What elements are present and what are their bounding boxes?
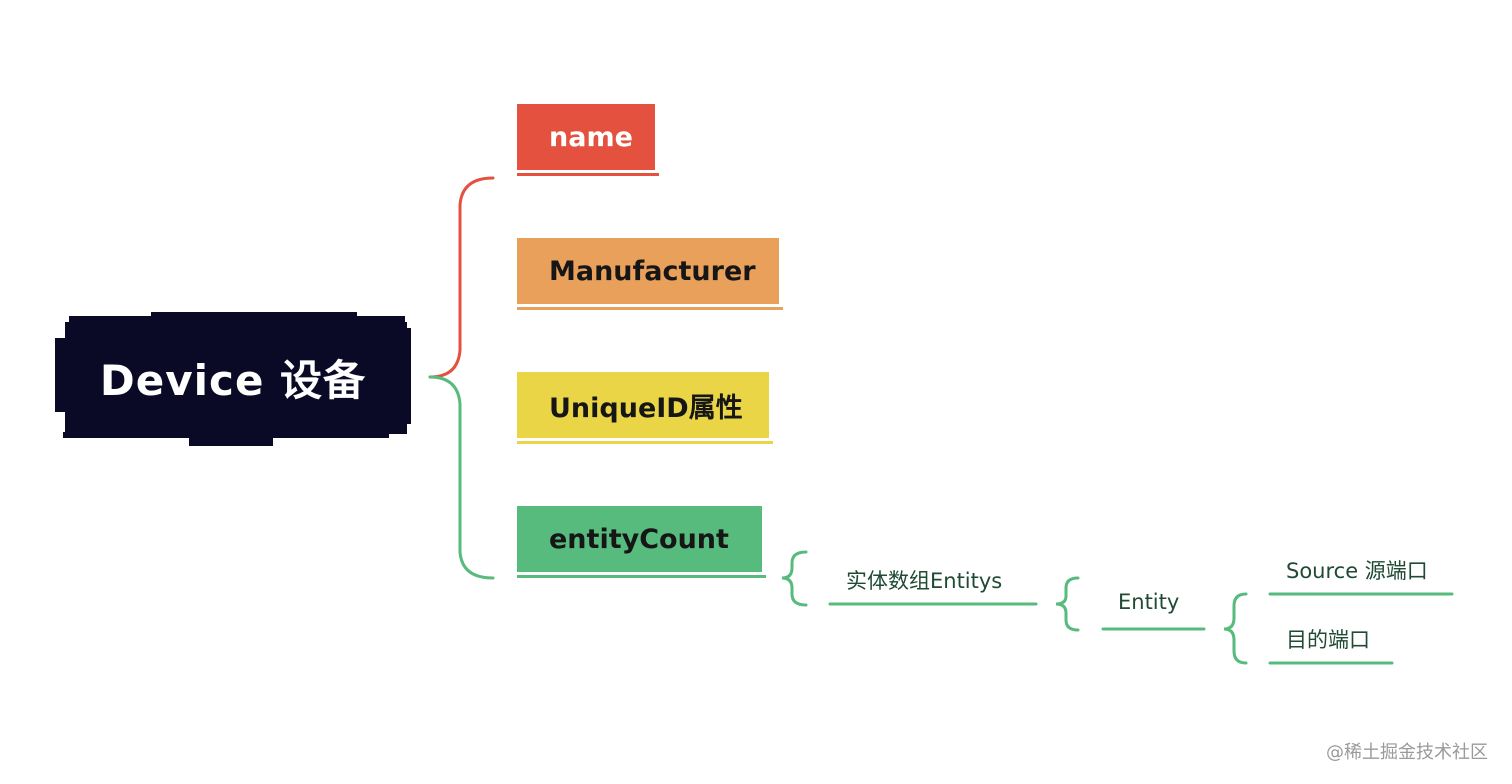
root-brace-lower [428, 375, 495, 580]
node-entity-array[interactable]: 实体数组Entitys [846, 569, 1003, 593]
node-uniqueid-edge [517, 441, 773, 444]
node-entity[interactable]: Entity [1118, 590, 1180, 614]
root-node-stroke [189, 436, 273, 446]
entity-array-brace [1055, 576, 1080, 632]
node-name-fill [517, 104, 655, 170]
node-entitycount-fill [517, 506, 762, 572]
node-entitycount-label: entityCount [549, 523, 729, 555]
node-name[interactable]: name [517, 104, 659, 176]
root-node-stroke [401, 328, 411, 424]
node-uniqueid-fill [517, 372, 769, 438]
node-uniqueid[interactable]: UniqueID属性 [517, 372, 773, 444]
node-entitycount-edge [517, 575, 766, 578]
root-brace-upper [428, 176, 495, 379]
node-manufacturer[interactable]: Manufacturer [517, 238, 783, 310]
node-uniqueid-label: UniqueID属性 [549, 392, 743, 424]
entitycount-brace [781, 550, 808, 607]
node-entitycount[interactable]: entityCount [517, 506, 766, 578]
root-node-fill [65, 322, 407, 434]
node-manufacturer-edge [517, 307, 783, 310]
node-source-port[interactable]: Source 源端口 [1286, 559, 1428, 583]
root-node-stroke [151, 312, 357, 318]
node-manufacturer-fill [517, 238, 779, 304]
node-manufacturer-label: Manufacturer [549, 255, 756, 287]
root-node-stroke [63, 432, 389, 438]
root-node-stroke [55, 338, 69, 412]
watermark: @稀土掘金技术社区 [1326, 742, 1488, 763]
node-name-label: name [549, 121, 633, 153]
node-target-port[interactable]: 目的端口 [1286, 628, 1370, 652]
root-node[interactable]: Device 设备 [55, 312, 411, 447]
root-node-label: Device 设备 [99, 355, 367, 405]
root-node-stroke [69, 316, 405, 322]
entity-brace [1223, 592, 1248, 665]
node-name-edge [517, 173, 659, 176]
